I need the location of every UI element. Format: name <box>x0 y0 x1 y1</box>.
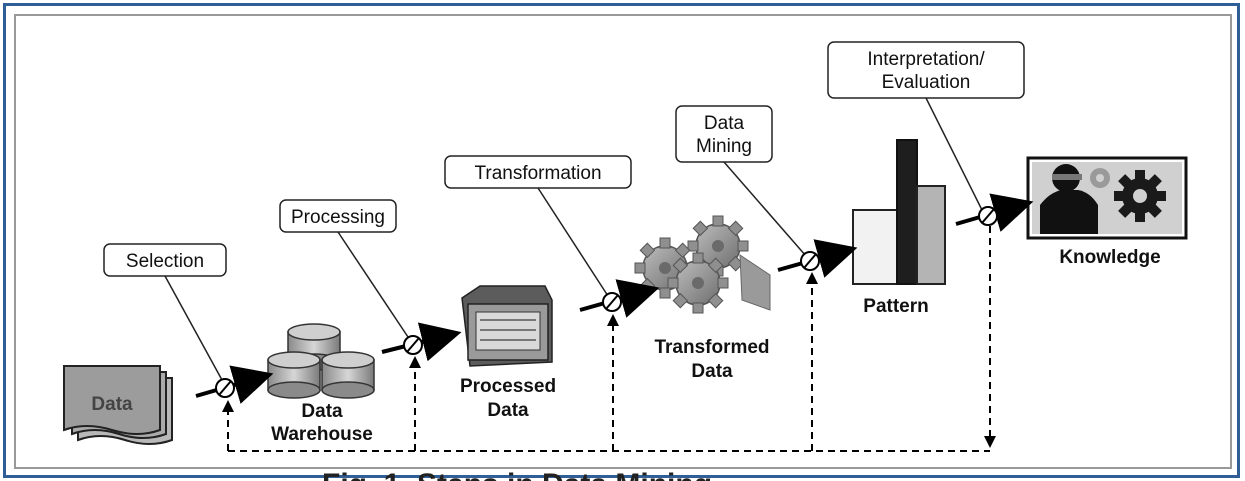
interpretation-line1: Interpretation/ <box>867 49 985 70</box>
pattern-bars-icon <box>852 139 946 285</box>
node-transformed-line2: Data <box>691 361 733 382</box>
feedback-loop <box>227 226 991 452</box>
processing-label: Processing <box>291 207 385 228</box>
data-mining-line2: Mining <box>696 136 752 157</box>
selection-label: Selection <box>126 251 204 272</box>
node-processed-line2: Data <box>487 400 529 421</box>
node-knowledge-label: Knowledge <box>1059 247 1160 268</box>
interpretation-callout: Interpretation/ Evaluation <box>827 41 1025 215</box>
node-pattern-label: Pattern <box>863 296 928 317</box>
data-mining-callout: Data Mining <box>675 105 807 257</box>
flow-arrow-transformation <box>579 279 660 318</box>
flow-arrow-data-mining <box>777 239 858 278</box>
selection-callout: Selection <box>103 243 227 381</box>
flow-arrow-interpretation <box>955 193 1034 232</box>
data-mining-line1: Data <box>704 113 745 134</box>
node-data-label: Data <box>91 394 133 415</box>
interpretation-line2: Evaluation <box>882 72 971 93</box>
node-warehouse-line2: Warehouse <box>271 424 373 445</box>
knowledge-icon <box>1026 156 1188 240</box>
node-processed-line1: Processed <box>460 376 556 397</box>
node-warehouse-line1: Data <box>301 401 343 422</box>
transformation-callout: Transformation <box>444 155 632 297</box>
data-pages-icon <box>63 365 173 445</box>
flow-arrow-processing <box>381 322 462 362</box>
node-transformed-line1: Transformed <box>654 337 769 358</box>
data-warehouse-icon <box>267 323 375 399</box>
processing-callout: Processing <box>279 199 411 341</box>
processed-data-icon <box>461 285 553 367</box>
figure-caption: Fig. 1. Steps in Data Mining <box>322 468 712 481</box>
transformation-label: Transformation <box>474 163 601 184</box>
flow-arrow-selection <box>195 365 274 404</box>
transformed-data-gears-icon <box>634 215 771 314</box>
feedback-arrowheads <box>222 272 996 448</box>
